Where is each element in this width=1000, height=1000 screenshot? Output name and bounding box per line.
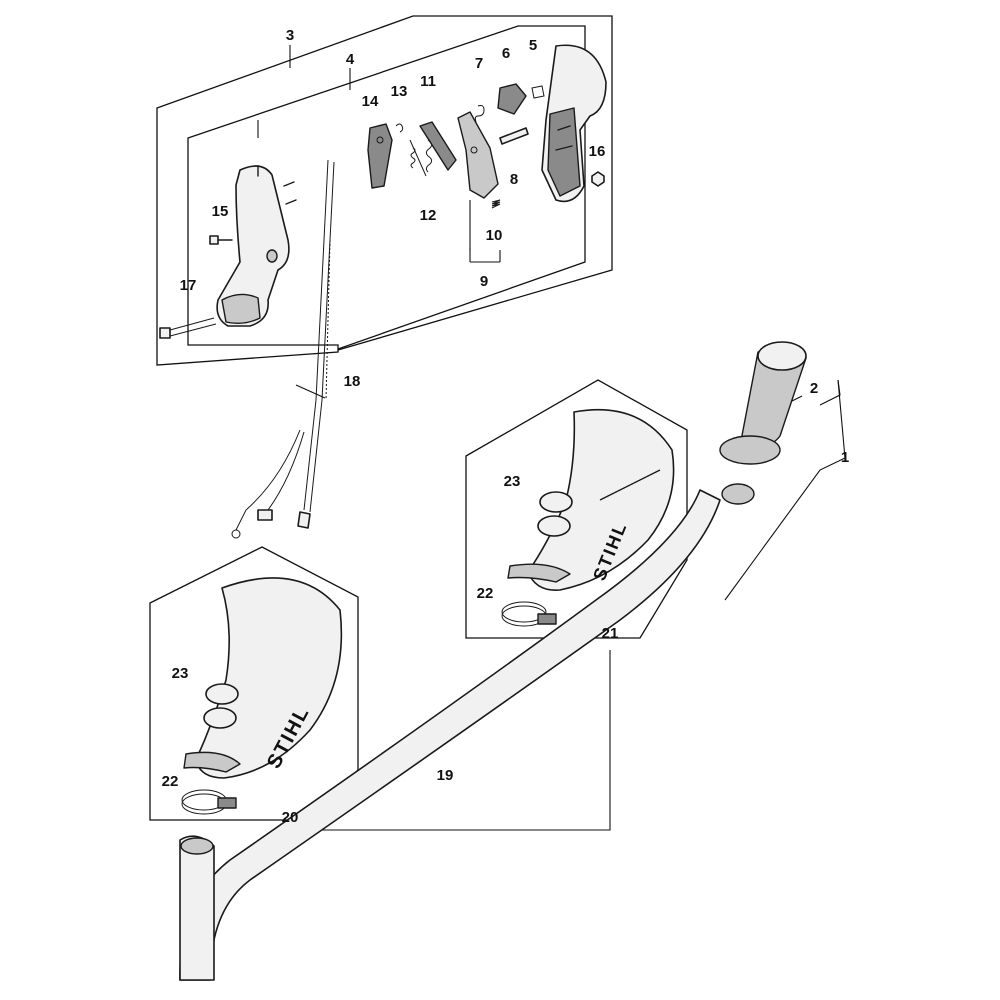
callout-5: 5 bbox=[529, 37, 537, 54]
callout-18: 18 bbox=[344, 373, 361, 390]
callout-12: 12 bbox=[420, 207, 437, 224]
spring-13 bbox=[395, 123, 427, 177]
callout-14: 14 bbox=[362, 93, 379, 110]
assembly-frame-3 bbox=[156, 15, 613, 366]
callout-10: 10 bbox=[486, 227, 503, 244]
callout-20: 20 bbox=[282, 809, 299, 826]
handlebar-tube-1 bbox=[179, 483, 755, 981]
callout-16: 16 bbox=[589, 143, 606, 160]
callout-9: 9 bbox=[480, 273, 488, 290]
guard-frame-right bbox=[465, 379, 688, 639]
callout-19: 19 bbox=[437, 767, 454, 784]
spring-10 bbox=[491, 199, 501, 209]
pin-8 bbox=[499, 127, 529, 145]
assembly-frame-4 bbox=[187, 25, 586, 350]
hose-clamp-22-left bbox=[181, 789, 237, 815]
screw-15 bbox=[209, 235, 233, 245]
spring-7 bbox=[474, 105, 485, 123]
clip-5 bbox=[531, 85, 545, 99]
callout-21: 21 bbox=[602, 625, 619, 642]
callout-labels: 1 2 3 4 5 6 7 8 9 10 11 12 13 14 15 16 1… bbox=[162, 27, 850, 826]
callout-1: 1 bbox=[841, 449, 849, 466]
callout-7: 7 bbox=[475, 55, 483, 72]
callout-23-right: 23 bbox=[504, 473, 521, 490]
callout-22-left: 22 bbox=[162, 773, 179, 790]
grip-2 bbox=[719, 341, 807, 465]
nut-16 bbox=[591, 171, 605, 187]
callout-11: 11 bbox=[420, 73, 436, 90]
callout-8: 8 bbox=[510, 171, 518, 188]
trigger-link-11 bbox=[419, 121, 457, 173]
lever-14 bbox=[367, 123, 393, 189]
callout-2: 2 bbox=[810, 380, 818, 397]
hose-clamp-22-right bbox=[501, 601, 557, 627]
handle-housing-left bbox=[216, 165, 297, 327]
callout-15: 15 bbox=[212, 203, 229, 220]
handle-housing-right bbox=[541, 44, 607, 203]
callout-13: 13 bbox=[391, 83, 408, 100]
callout-6: 6 bbox=[502, 45, 510, 62]
callout-23-left: 23 bbox=[172, 665, 189, 682]
stop-switch-6 bbox=[497, 83, 527, 115]
callout-22-right: 22 bbox=[477, 585, 494, 602]
callout-4: 4 bbox=[346, 51, 355, 68]
barrier-guard-20: STIHL bbox=[183, 577, 343, 779]
screw-17 bbox=[159, 317, 217, 339]
callout-3: 3 bbox=[286, 27, 294, 44]
throttle-trigger-9 bbox=[457, 111, 499, 199]
callout-17: 17 bbox=[180, 277, 197, 294]
control-cable-18 bbox=[231, 159, 335, 539]
